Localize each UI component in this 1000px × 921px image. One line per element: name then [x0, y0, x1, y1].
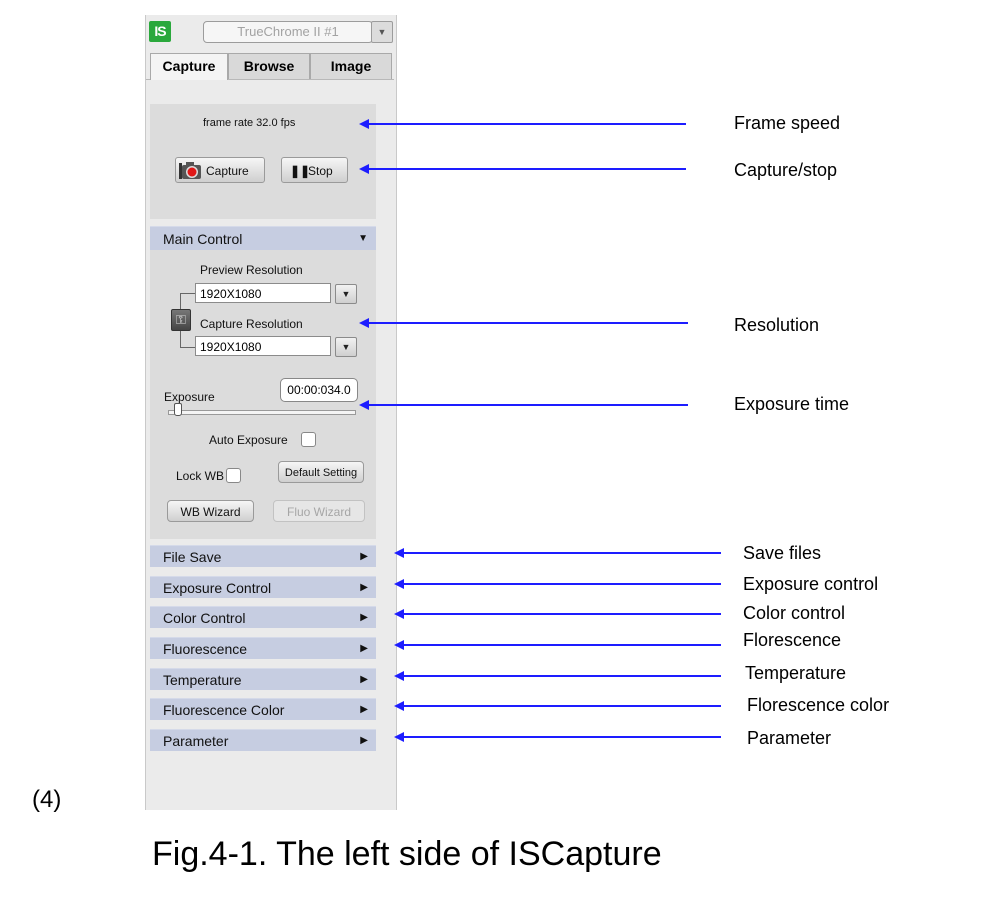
default-setting-button[interactable]: Default Setting: [278, 461, 364, 483]
preview-resolution-dropdown-icon[interactable]: ▼: [335, 284, 357, 304]
annotation-temperature: Temperature: [745, 663, 847, 683]
arrow-line: [403, 736, 721, 738]
arrow-head-icon: [394, 579, 404, 589]
arrow-head-icon: [359, 400, 369, 410]
exposure-label: Exposure: [164, 390, 215, 404]
capture-button-label: Capture: [206, 164, 249, 178]
section-color-control-label: Color Control: [163, 610, 246, 626]
section-parameter-label: Parameter: [163, 733, 229, 749]
annotation-exposure-control: Exposure control: [743, 574, 879, 594]
auto-exposure-label: Auto Exposure: [209, 433, 288, 447]
annotation-color-control: Color control: [743, 603, 846, 623]
chevron-right-icon: ▶: [360, 704, 368, 715]
exposure-time-field[interactable]: 00:00:034.0: [280, 378, 358, 402]
arrow-head-icon: [394, 732, 404, 742]
section-fluorescence-color-label: Fluorescence Color: [163, 702, 285, 718]
exposure-slider[interactable]: [168, 403, 356, 416]
section-temperature[interactable]: Temperature ▶: [150, 668, 376, 690]
lock-wb-checkbox[interactable]: [226, 468, 241, 483]
camera-select-dropdown-icon[interactable]: ▼: [371, 21, 393, 43]
arrow-head-icon: [359, 318, 369, 328]
lock-wb-label: Lock WB: [176, 469, 225, 483]
arrow-line: [368, 322, 688, 324]
annotation-capture-stop: Capture/stop: [734, 160, 838, 180]
main-control-title: Main Control: [163, 231, 243, 247]
exposure-slider-handle[interactable]: [174, 403, 182, 416]
annotation-parameter: Parameter: [747, 728, 832, 748]
section-exposure-control[interactable]: Exposure Control ▶: [150, 576, 376, 598]
annotation-florescence-color: Florescence color: [747, 695, 890, 715]
fluo-wizard-button[interactable]: Fluo Wizard: [273, 500, 365, 522]
chevron-right-icon: ▶: [360, 551, 368, 562]
annotation-exposure-time: Exposure time: [734, 394, 850, 414]
annotation-save-files: Save files: [743, 543, 822, 563]
arrow-line: [403, 705, 721, 707]
resolution-link-icon[interactable]: ⚿: [171, 309, 191, 331]
annotation-florescence: Florescence: [743, 630, 842, 650]
arrow-head-icon: [359, 164, 369, 174]
chevron-down-icon: ▼: [358, 233, 368, 244]
main-control-header[interactable]: Main Control ▼: [150, 226, 376, 250]
section-file-save[interactable]: File Save ▶: [150, 545, 376, 567]
chevron-right-icon: ▶: [360, 674, 368, 685]
chevron-right-icon: ▶: [360, 735, 368, 746]
section-exposure-control-label: Exposure Control: [163, 580, 272, 596]
annotation-frame-speed: Frame speed: [734, 113, 841, 133]
arrow-line: [368, 123, 686, 125]
section-color-control[interactable]: Color Control ▶: [150, 606, 376, 628]
section-fluorescence[interactable]: Fluorescence ▶: [150, 637, 376, 659]
section-fluorescence-label: Fluorescence: [163, 641, 248, 657]
arrow-head-icon: [394, 640, 404, 650]
arrow-line: [368, 404, 688, 406]
auto-exposure-checkbox[interactable]: [301, 432, 316, 447]
arrow-head-icon: [359, 119, 369, 129]
tab-capture[interactable]: Capture: [150, 53, 228, 80]
section-fluorescence-color[interactable]: Fluorescence Color ▶: [150, 698, 376, 720]
pause-icon: ❚❚: [290, 164, 311, 178]
section-file-save-label: File Save: [163, 549, 222, 565]
figure-number: (4): [32, 786, 62, 813]
tab-bar: [146, 53, 394, 80]
section-parameter[interactable]: Parameter ▶: [150, 729, 376, 751]
chevron-right-icon: ▶: [360, 612, 368, 623]
annotation-resolution: Resolution: [734, 315, 820, 335]
chevron-right-icon: ▶: [360, 582, 368, 593]
chevron-right-icon: ▶: [360, 643, 368, 654]
arrow-line: [403, 583, 721, 585]
iscapture-logo: IS: [149, 21, 171, 42]
tab-image[interactable]: Image: [310, 53, 392, 79]
stop-button-label: Stop: [308, 164, 333, 178]
arrow-head-icon: [394, 609, 404, 619]
stop-button[interactable]: ❚❚ Stop: [281, 157, 348, 183]
arrow-line: [403, 613, 721, 615]
arrow-line: [403, 644, 721, 646]
preview-resolution-select[interactable]: 1920X1080: [195, 283, 331, 303]
arrow-line: [403, 552, 721, 554]
camera-select[interactable]: TrueChrome II #1: [203, 21, 373, 43]
figure-caption: Fig.4-1. The left side of ISCapture: [152, 835, 662, 873]
arrow-head-icon: [394, 671, 404, 681]
camera-icon: [179, 160, 203, 180]
arrow-head-icon: [394, 701, 404, 711]
capture-resolution-dropdown-icon[interactable]: ▼: [335, 337, 357, 357]
capture-button[interactable]: Capture: [175, 157, 265, 183]
preview-resolution-label: Preview Resolution: [200, 263, 303, 277]
frame-rate-text: frame rate 32.0 fps: [203, 117, 296, 129]
wb-wizard-button[interactable]: WB Wizard: [167, 500, 254, 522]
arrow-head-icon: [394, 548, 404, 558]
tab-browse[interactable]: Browse: [228, 53, 310, 79]
section-temperature-label: Temperature: [163, 672, 242, 688]
capture-resolution-label: Capture Resolution: [200, 317, 303, 331]
capture-resolution-select[interactable]: 1920X1080: [195, 336, 331, 356]
arrow-line: [403, 675, 721, 677]
arrow-line: [368, 168, 686, 170]
